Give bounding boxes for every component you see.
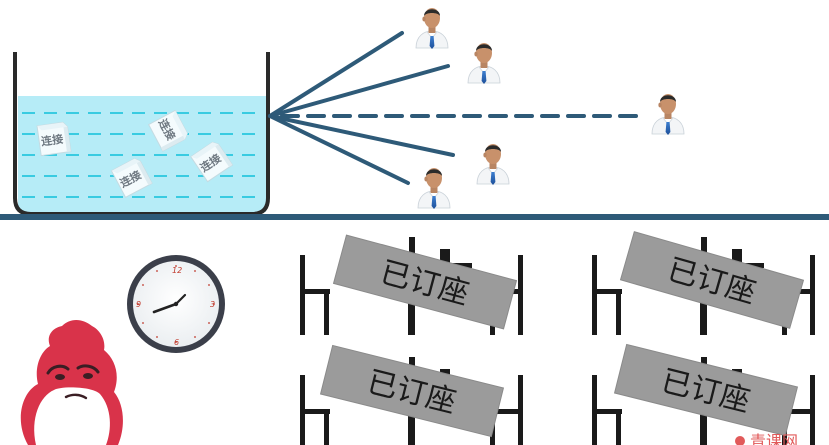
reserved-table: 已订座 [592, 231, 815, 335]
restaurant-tables: 已订座已订座已订座已订座 [300, 231, 815, 445]
clock-ticks [137, 265, 215, 343]
reserved-sign: 已订座 [332, 234, 518, 330]
watermark: 青课网 [735, 432, 798, 445]
clock-number-6: 6 [174, 338, 179, 347]
connection-line [268, 31, 404, 118]
client-person-icon [415, 7, 449, 50]
section-divider [0, 214, 829, 220]
connection-cube: 连接 [110, 158, 153, 199]
client-person-icon [467, 42, 501, 85]
reserved-sign: 已订座 [619, 231, 805, 329]
connection-line [268, 114, 410, 185]
client-person-icon [417, 167, 451, 210]
connection-line [268, 64, 450, 118]
connection-cubes: 连接连接连接连接 [36, 109, 234, 199]
connection-cube-label: 连接 [40, 132, 64, 149]
clock-number-12: 12 [172, 266, 182, 275]
reserved-sign: 已订座 [613, 343, 799, 437]
client-person-icon [651, 93, 685, 136]
reserved-table: 已订座 [300, 344, 523, 445]
connection-cube: 连接 [147, 109, 188, 152]
clock-hour-hand [152, 302, 178, 314]
connection-line [268, 114, 455, 157]
reserved-table: 已订座 [300, 234, 523, 335]
connection-lines [268, 31, 642, 185]
watermark-logo-icon [735, 436, 745, 445]
clock-number-3: 3 [210, 300, 215, 309]
connection-cube: 连接 [36, 121, 72, 157]
connection-cube: 连接 [190, 141, 234, 183]
mascot-character [20, 320, 123, 445]
clock: 12 3 6 9 [127, 255, 225, 353]
clock-number-9: 9 [136, 300, 141, 309]
client-person-icon [476, 143, 510, 186]
reserved-table: 已订座 [592, 343, 815, 445]
reserved-sign: 已订座 [319, 344, 505, 438]
watermark-text: 青课网 [750, 432, 798, 445]
clients [415, 7, 685, 210]
